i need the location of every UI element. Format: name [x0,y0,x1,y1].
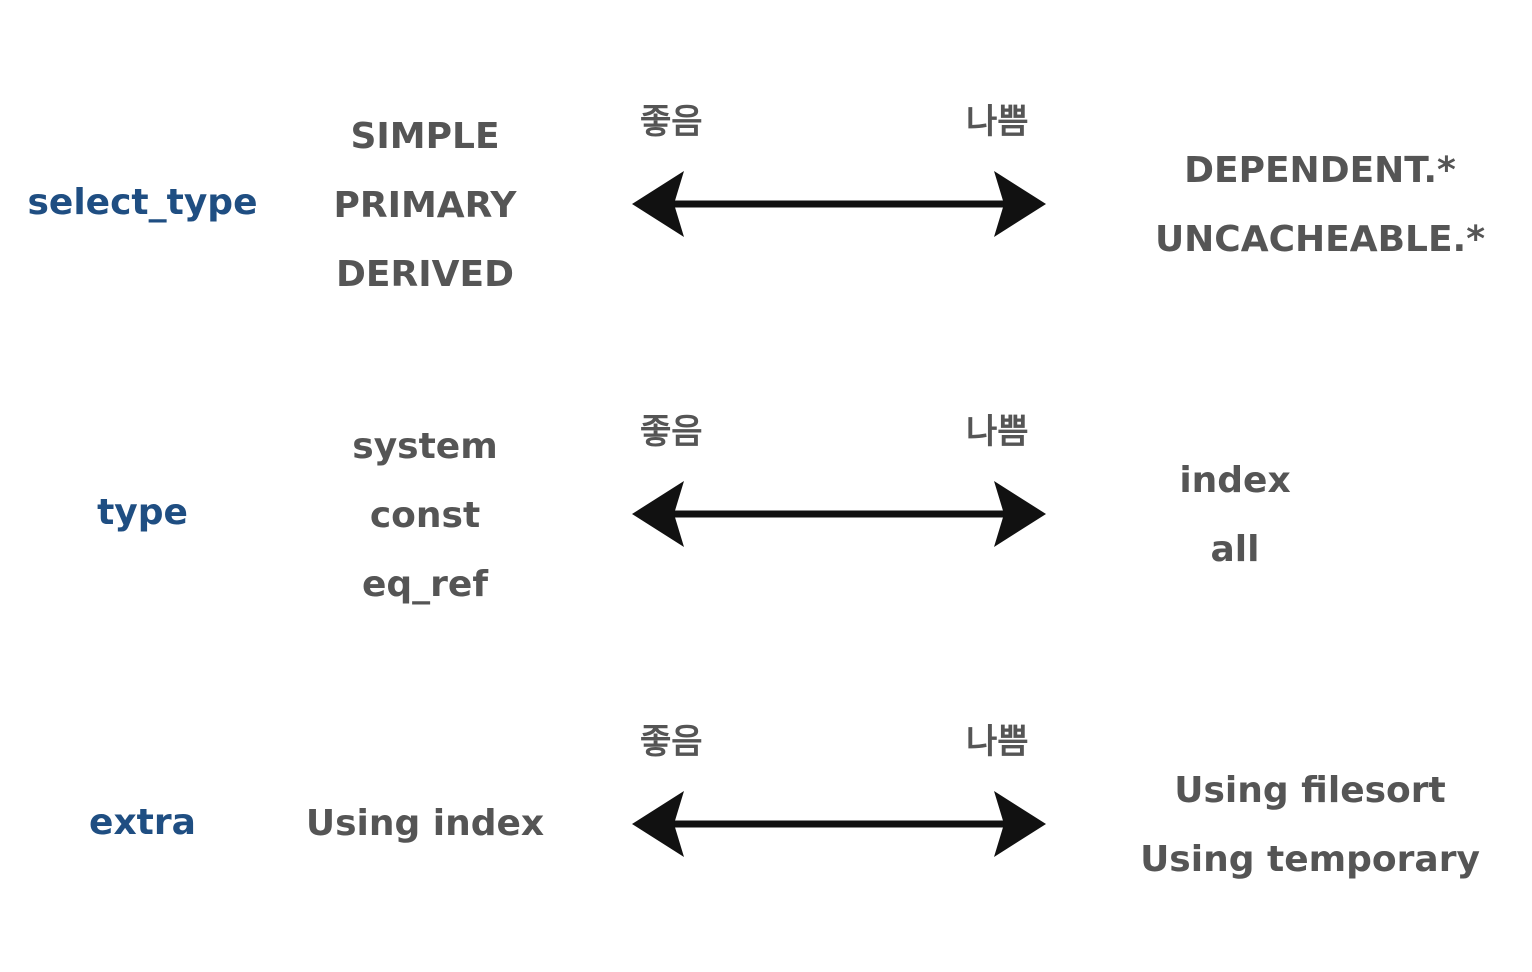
double-headed-arrow [632,791,1046,857]
bad-values-list: DEPENDENT.* UNCACHEABLE.* [1110,136,1530,274]
good-values-list: Using index [290,789,560,858]
bad-values-list: Using filesort Using temporary [1100,756,1520,894]
good-value: const [369,495,481,536]
bad-label: 나쁨 [966,412,1029,452]
bad-value: DEPENDENT.* [1184,150,1456,191]
double-headed-arrow [632,171,1046,237]
good-value: Using index [305,803,545,844]
bad-value: Using temporary [1140,839,1480,880]
good-value: DERIVED [336,254,514,295]
good-value: eq_ref [361,564,489,605]
category-label: select_type [27,182,258,223]
bad-value: all [1210,529,1260,570]
bad-value: index [1179,460,1291,501]
row-type: type system const eq_ref 좋음 나쁨 index all [0,412,1532,662]
bad-values-list: index all [1060,446,1410,584]
row-select-type: select_type SIMPLE PRIMARY DERIVED 좋음 나쁨… [0,102,1532,352]
good-label: 좋음 [640,412,703,452]
double-headed-arrow [632,481,1046,547]
category-label: type [97,492,188,533]
bad-label: 나쁨 [966,102,1029,142]
bad-value: Using filesort [1174,770,1446,811]
good-label: 좋음 [640,102,703,142]
good-value: SIMPLE [350,116,500,157]
row-extra: extra Using index 좋음 나쁨 Using filesort U… [0,722,1532,972]
good-value: PRIMARY [333,185,517,226]
bad-label: 나쁨 [966,722,1029,762]
good-values-list: SIMPLE PRIMARY DERIVED [300,102,550,309]
good-label: 좋음 [640,722,703,762]
bad-value: UNCACHEABLE.* [1154,219,1486,260]
good-values-list: system const eq_ref [300,412,550,619]
category-label: extra [89,802,196,843]
good-value: system [352,426,498,467]
